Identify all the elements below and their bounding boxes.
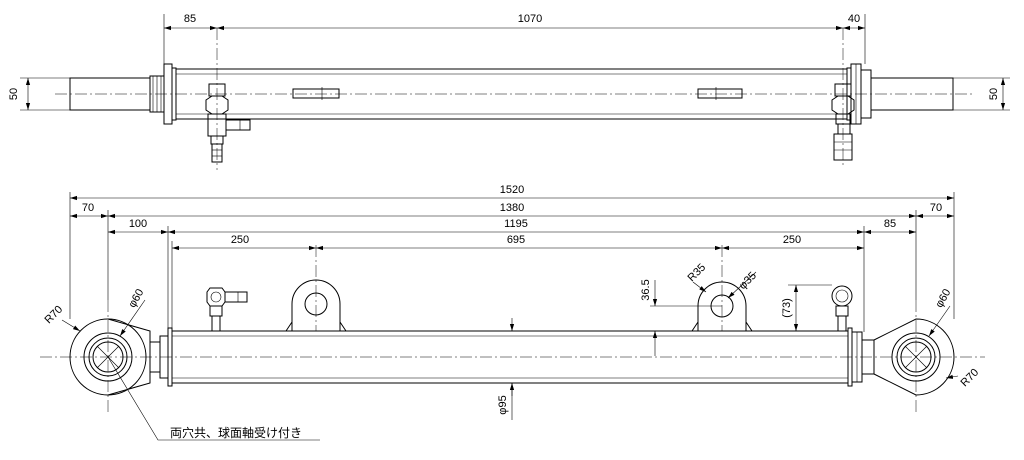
dim-50-left: 50: [8, 88, 20, 100]
dim-250-right: 250: [783, 234, 801, 246]
dim-1520: 1520: [500, 184, 524, 196]
front-right-fitting: [831, 285, 853, 332]
dim-phi60-right: φ60: [933, 287, 953, 310]
dim-73: (73): [781, 298, 793, 318]
dim-phi60-left: φ60: [126, 287, 146, 310]
dim-100: 100: [129, 218, 147, 230]
spherical-bearing-note: 両穴共、球面軸受け付き: [170, 425, 302, 440]
top-slot-right: [697, 88, 743, 99]
dim-85-top: 85: [184, 13, 196, 25]
front-view: [40, 192, 985, 441]
front-left-fitting: [206, 287, 248, 332]
top-view: [20, 14, 1010, 170]
dim-695: 695: [507, 234, 525, 246]
dim-r70-left: R70: [42, 303, 65, 326]
dim-1195: 1195: [504, 218, 528, 230]
dim-50-right: 50: [988, 88, 1000, 100]
dim-1070: 1070: [518, 13, 542, 25]
dim-1380: 1380: [500, 202, 524, 214]
left-rod-eye: [69, 300, 169, 415]
top-right-fitting: [831, 28, 855, 168]
top-slot-left: [292, 88, 340, 99]
top-left-fitting: [205, 28, 251, 170]
dim-phi35: φ35: [737, 270, 759, 292]
dim-36-5: 36.5: [640, 279, 652, 300]
lug-left: [285, 245, 347, 332]
dim-40: 40: [848, 13, 860, 25]
dim-250-left: 250: [231, 234, 249, 246]
dim-85-front: 85: [884, 218, 896, 230]
top-right-rod: [870, 77, 954, 111]
lug-right: [691, 245, 753, 332]
dim-r70-right: R70: [958, 366, 981, 389]
dim-r35: R35: [685, 261, 708, 284]
dim-phi95: φ95: [497, 395, 509, 414]
right-rod-eye: [873, 300, 955, 415]
dim-70-left: 70: [82, 202, 94, 214]
dim-70-right: 70: [930, 202, 942, 214]
